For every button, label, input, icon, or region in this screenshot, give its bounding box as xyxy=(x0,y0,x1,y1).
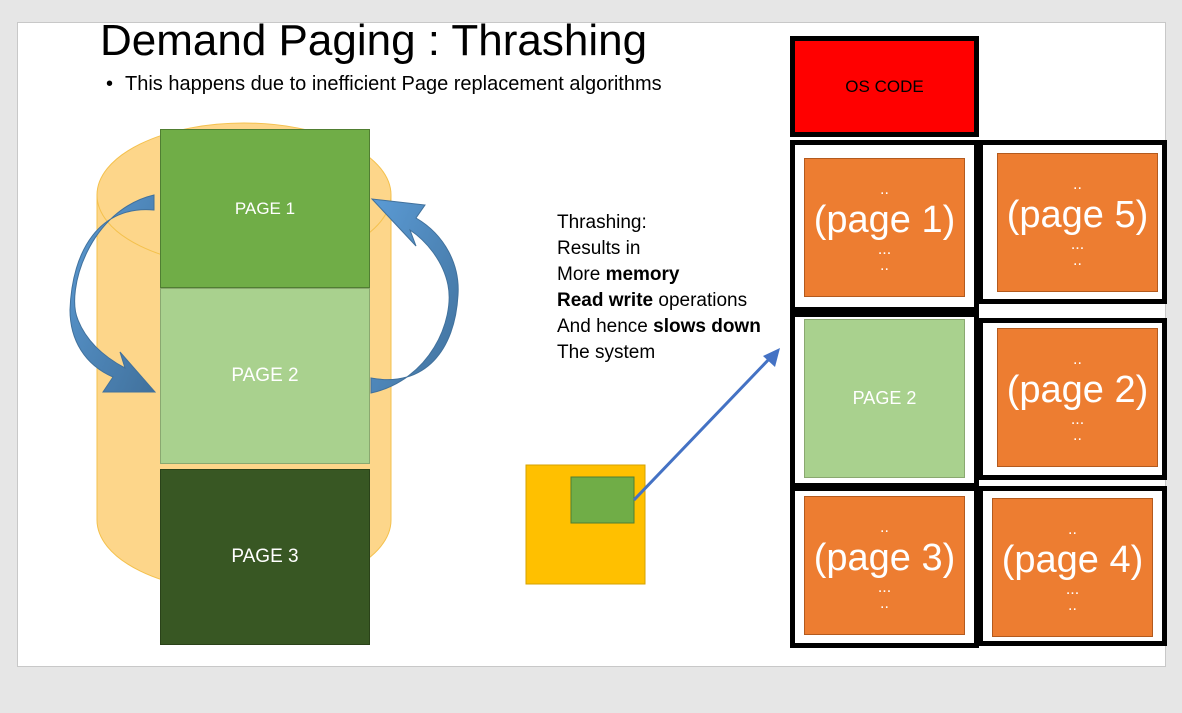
page-3-label: (page 3) xyxy=(813,536,956,579)
notes-line-5-text: And hence xyxy=(557,316,654,337)
memory-slot-page-5: .. (page 5) ... .. xyxy=(997,153,1158,292)
notes-line-5: And hence slows down xyxy=(557,314,761,340)
page-5-label: (page 5) xyxy=(1006,193,1149,236)
notes-line-3: More memory xyxy=(557,262,761,288)
memory-slot-page-2-loaded: PAGE 2 xyxy=(804,319,965,478)
disk-page-2-label: PAGE 2 xyxy=(231,365,299,386)
notes-line-4-text: operations xyxy=(653,290,748,311)
os-code-frame: OS CODE xyxy=(790,36,979,137)
notes-line-4: Read write operations xyxy=(557,288,761,314)
dots-mid: ... xyxy=(877,240,892,258)
memory-slot-page-4: .. (page 4) ... .. xyxy=(992,498,1153,637)
dots-top: .. xyxy=(880,518,889,536)
dots-bottom: .. xyxy=(880,256,889,274)
dots-top: .. xyxy=(1073,175,1082,193)
notes-line-3-text: More xyxy=(557,264,606,285)
page-4-label: (page 4) xyxy=(1001,538,1144,581)
notes-line-1: Thrashing: xyxy=(557,212,647,233)
dots-bottom: .. xyxy=(1073,251,1082,269)
notes-line-5-bold: slows down xyxy=(653,316,761,337)
os-code-block: OS CODE xyxy=(795,41,974,132)
disk-page-3-label: PAGE 3 xyxy=(231,546,299,567)
cpu-page-chip xyxy=(570,476,635,524)
page-2-label: (page 2) xyxy=(1006,368,1149,411)
load-arrow xyxy=(632,354,774,502)
dots-bottom: .. xyxy=(1068,596,1077,614)
notes-line-4-bold: Read write xyxy=(557,290,654,311)
disk-page-3: PAGE 3 xyxy=(160,469,370,645)
dots-top: .. xyxy=(880,180,889,198)
dots-bottom: .. xyxy=(1073,426,1082,444)
bullet-point: • This happens due to inefficient Page re… xyxy=(106,73,662,96)
dots-mid: ... xyxy=(1070,410,1085,428)
dots-mid: ... xyxy=(877,578,892,596)
notes-line-3-bold: memory xyxy=(605,264,680,285)
disk-page-2: PAGE 2 xyxy=(160,288,370,464)
swap-arrow-left xyxy=(69,194,157,393)
notes-line-2: Results in xyxy=(557,238,641,259)
dots-mid: ... xyxy=(1070,235,1085,253)
dots-top: .. xyxy=(1073,350,1082,368)
dots-bottom: .. xyxy=(880,594,889,612)
page-2-loaded-label: PAGE 2 xyxy=(852,388,917,408)
notes-line-6: The system xyxy=(557,342,656,363)
swap-arrow-right xyxy=(370,198,459,394)
page-1-label: (page 1) xyxy=(813,198,956,241)
bullet-text: This happens due to inefficient Page rep… xyxy=(125,73,662,95)
load-arrow-head xyxy=(763,348,780,367)
disk-page-1: PAGE 1 xyxy=(160,129,370,288)
memory-slot-page-1: .. (page 1) ... .. xyxy=(804,158,965,297)
disk-page-1-label: PAGE 1 xyxy=(234,198,296,218)
dots-top: .. xyxy=(1068,520,1077,538)
memory-slot-page-3: .. (page 3) ... .. xyxy=(804,496,965,635)
thrashing-notes: Thrashing: Results in More memory Read w… xyxy=(557,210,761,366)
dots-mid: ... xyxy=(1065,580,1080,598)
memory-slot-page-2: .. (page 2) ... .. xyxy=(997,328,1158,467)
slide-title: Demand Paging : Thrashing xyxy=(100,16,648,65)
bullet-dot: • xyxy=(106,73,114,95)
